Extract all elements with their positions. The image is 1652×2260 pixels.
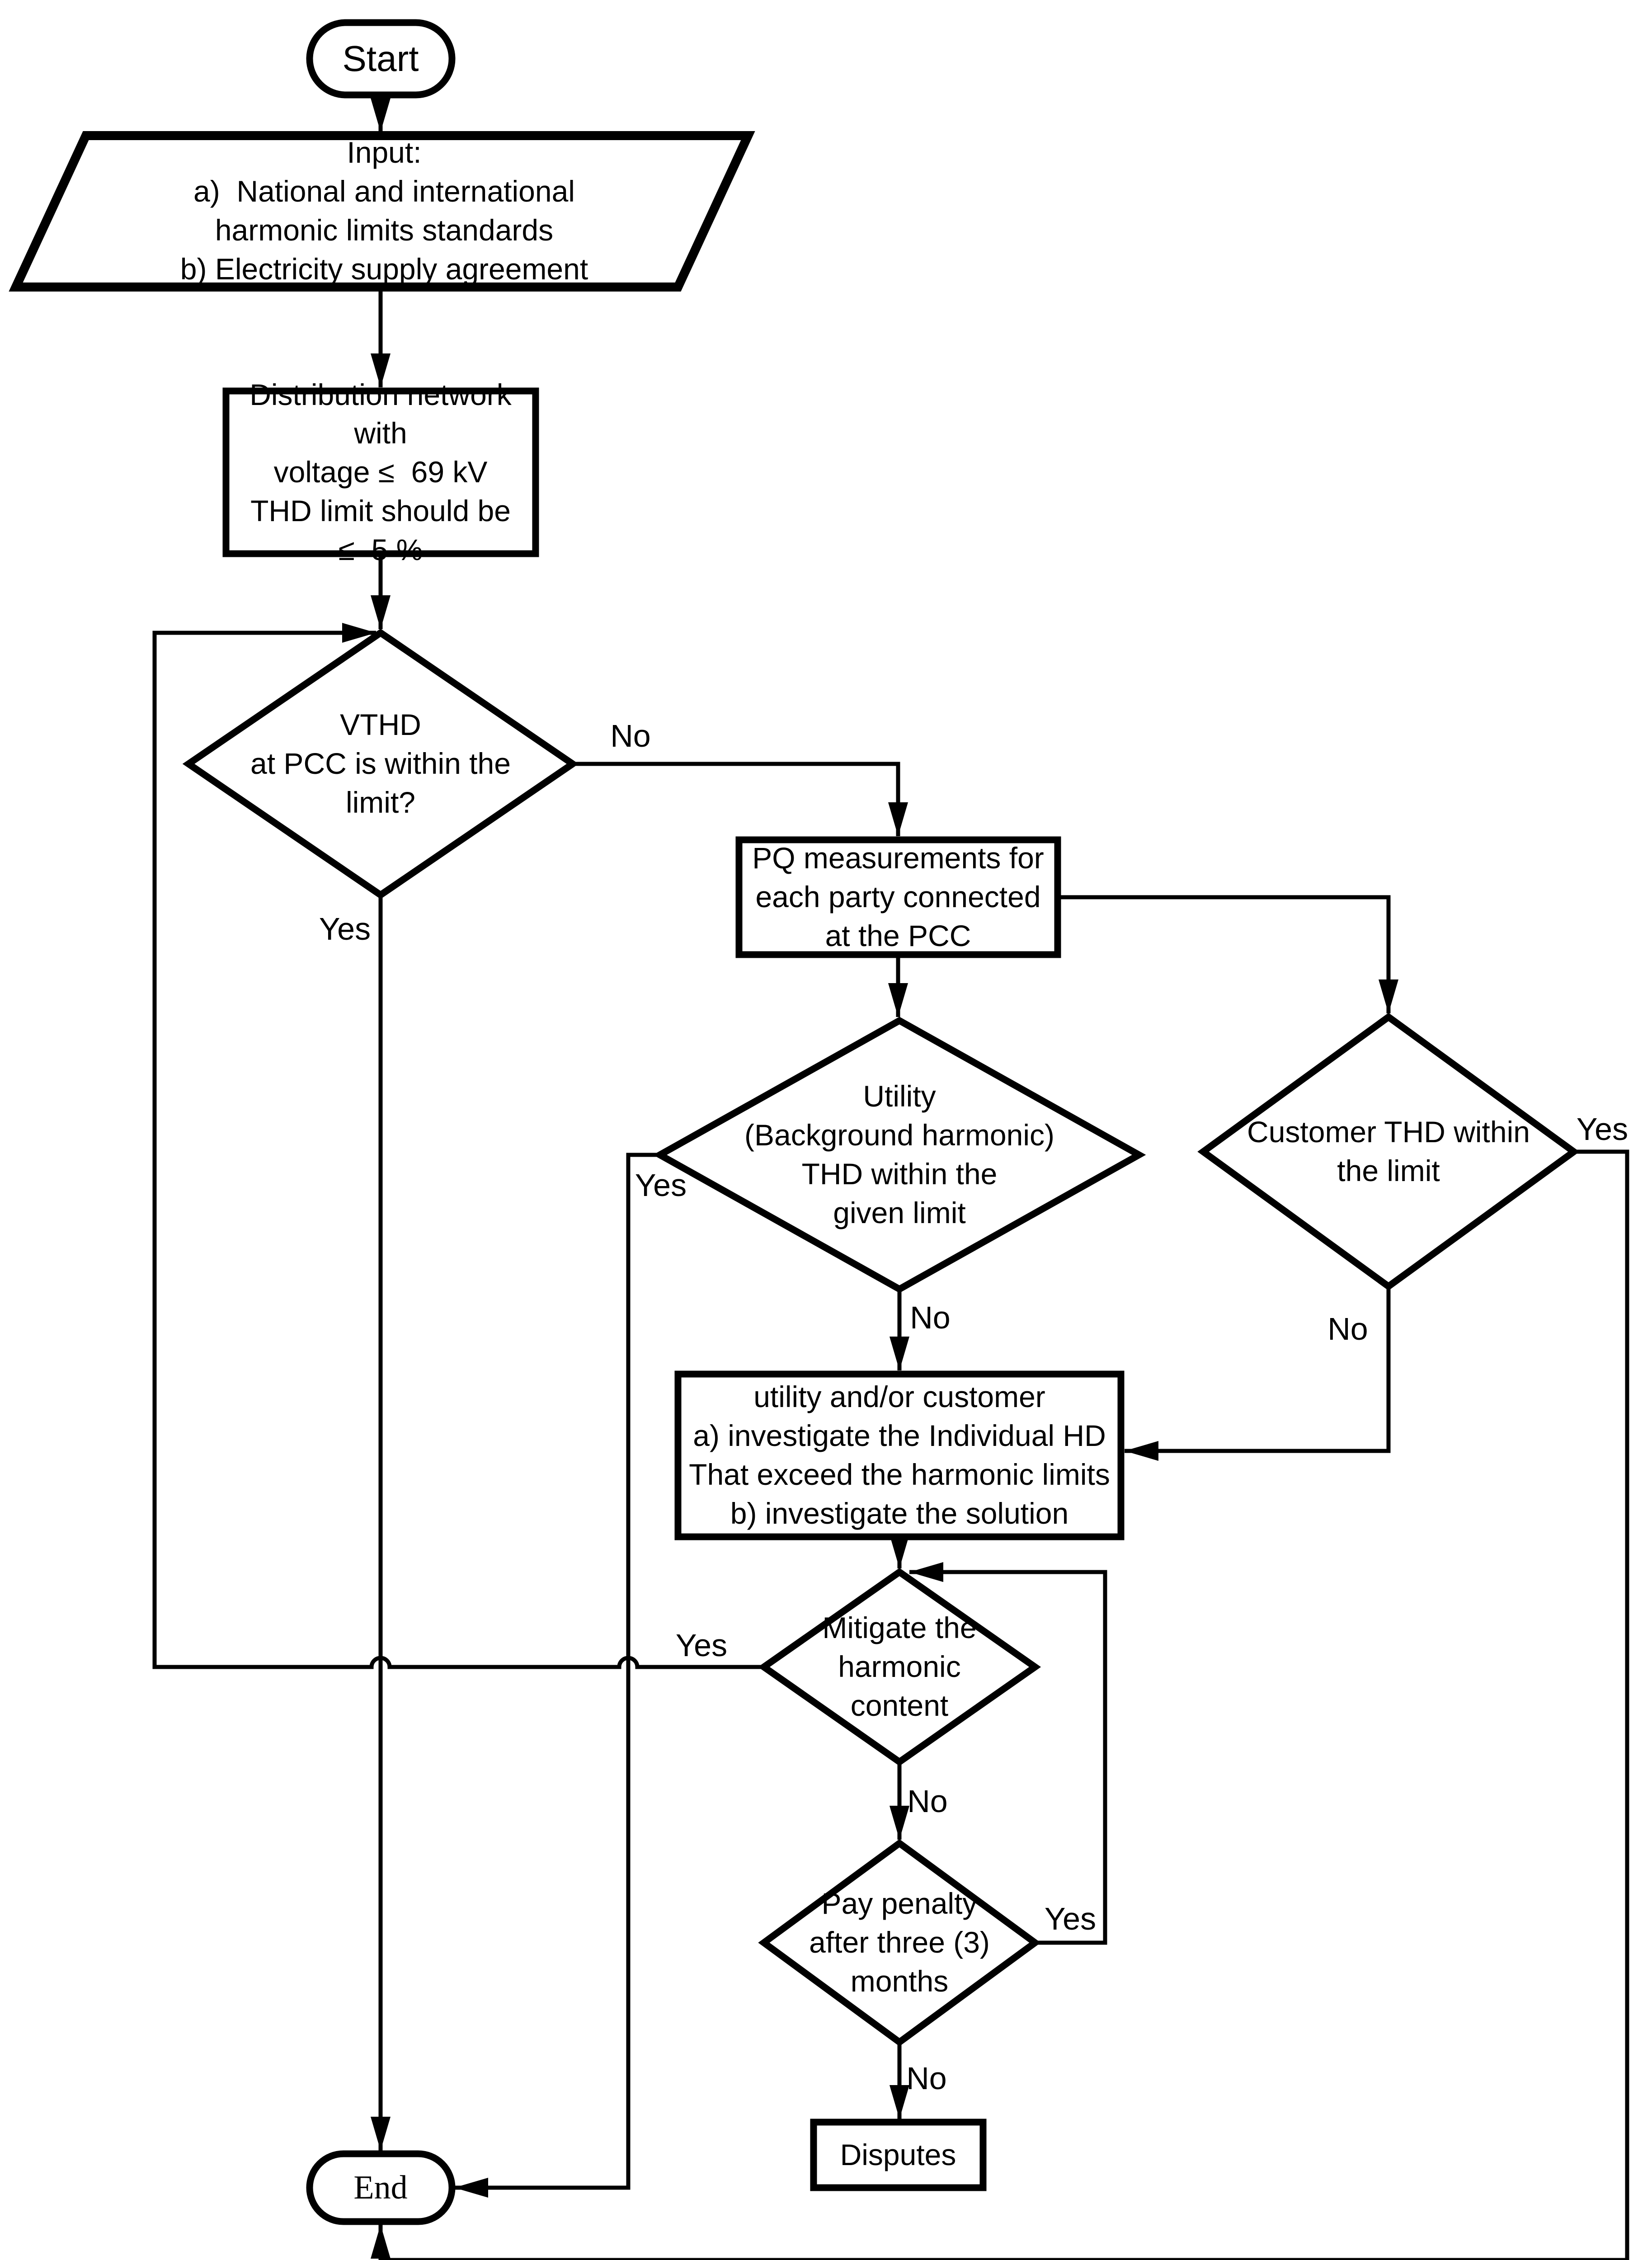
disputes-label: Disputes [840, 2138, 956, 2172]
edge-pq-to-customer [1058, 895, 1398, 1013]
edge-pay-yes-loop-to-mitigate [909, 1562, 1107, 1945]
start-label: Start [342, 38, 419, 79]
disputes-node [810, 2119, 987, 2191]
vthd-decision-label: VTHD at PCC is within the limit? [250, 708, 511, 819]
mitigate-decision-label: Mitigate the harmonic content [822, 1611, 977, 1722]
edge-customer-yes-to-end [371, 1149, 1629, 2260]
pay-penalty-decision-label: Pay penalty after three (3) months [809, 1887, 990, 1998]
edge-label-mitigate-yes: Yes [675, 1628, 728, 1663]
pq-measurements-label: PQ measurements for each party connected… [752, 841, 1044, 952]
edge-label-utility-no: No [910, 1300, 951, 1335]
input-label: Input: a) National and international har… [180, 136, 588, 286]
edge-label-customer-yes: Yes [1576, 1111, 1628, 1147]
edge-label-mitigate-no: No [907, 1784, 948, 1819]
edge-label-pay-yes: Yes [1044, 1901, 1097, 1936]
edge-customer-no-to-investigate [1125, 1286, 1391, 1461]
mitigate-decision-diamond [758, 1568, 1041, 1766]
edge-label-pay-no: No [906, 2061, 947, 2096]
edge-label-vthd-no: No [610, 718, 651, 753]
investigate-label: utility and/or customer a) investigate t… [689, 1380, 1110, 1530]
distribution-label: Distribution network with voltage ≤ 69 k… [249, 377, 512, 566]
end-label: End [353, 2169, 408, 2206]
distribution-node [222, 387, 539, 557]
edge-label-vthd-yes: Yes [319, 911, 371, 946]
start-node [306, 19, 456, 99]
edge-label-utility-yes: Yes [635, 1168, 687, 1203]
customer-decision-diamond [1197, 1012, 1580, 1291]
investigate-node [674, 1370, 1125, 1540]
edge-vthd-no-to-pq [573, 762, 908, 836]
pq-measurements-node [735, 836, 1061, 958]
utility-decision-label: Utility (Background harmonic) THD within… [744, 1079, 1054, 1229]
end-node [306, 2150, 456, 2225]
utility-decision-diamond [653, 1017, 1146, 1293]
vthd-decision-diamond [182, 628, 579, 899]
edge-label-customer-no: No [1327, 1311, 1368, 1347]
input-parallelogram [9, 131, 755, 292]
pay-penalty-decision-diamond [758, 1839, 1041, 2047]
customer-decision-label: Customer THD within the limit [1247, 1115, 1530, 1187]
edge-utility-yes-to-end [454, 1153, 660, 2198]
edge-mitigate-yes-loop-to-vthd [152, 623, 764, 1669]
